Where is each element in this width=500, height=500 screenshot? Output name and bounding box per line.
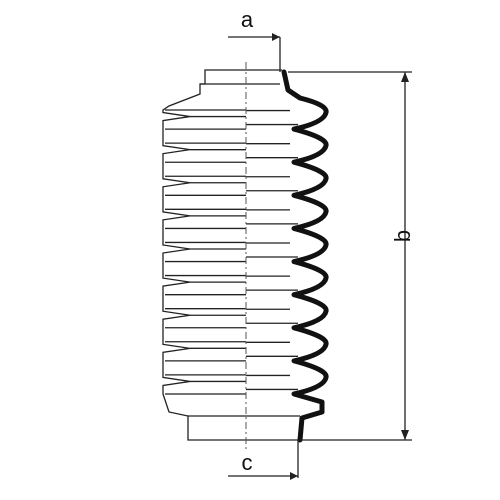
dimension-c-arrow	[290, 472, 298, 480]
dimension-b-arrow-top	[401, 72, 409, 82]
dimension-a: a	[228, 7, 281, 72]
bellows-section-inner-lines	[246, 69, 300, 441]
dimension-a-arrow	[272, 33, 280, 41]
dimension-b-arrow-bottom	[401, 430, 409, 440]
dimension-b-label: b	[390, 230, 415, 242]
bellows-outline-left-half	[162, 69, 246, 441]
dimension-c-label: c	[242, 450, 253, 475]
dimension-a-label: a	[241, 7, 254, 32]
bellows-section-profile	[281, 69, 329, 443]
dimension-b: b	[288, 71, 415, 441]
dimension-c: c	[228, 440, 299, 480]
bellows-left-outline	[162, 69, 246, 441]
